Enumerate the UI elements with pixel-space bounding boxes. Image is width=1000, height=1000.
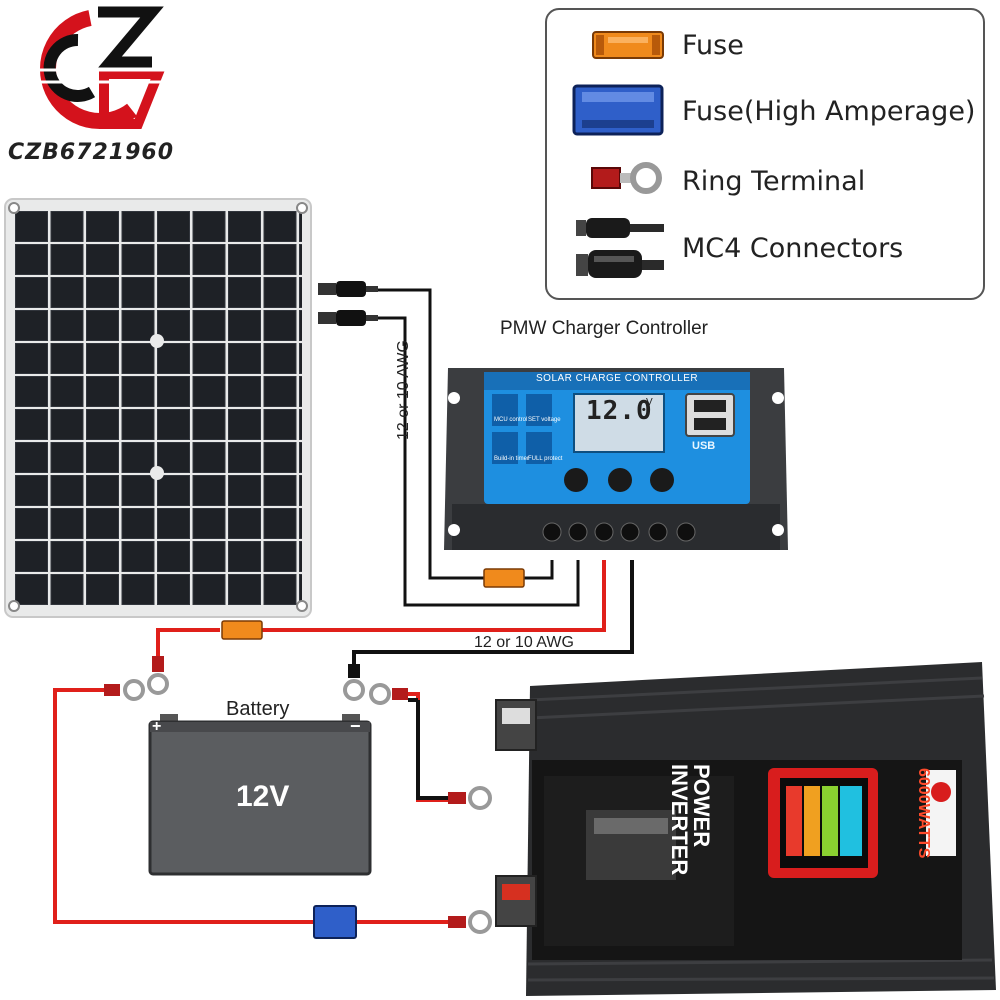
controller-caption: PMW Charger Controller [500,318,708,339]
battery-icon [148,714,372,876]
ring-terminal-battery-minus-right-icon [369,683,408,705]
fuse-battery-line-icon [221,620,263,640]
ring-terminal-inverter-negative-icon [448,786,492,810]
controller-icon-label-full: FULL protect [528,456,563,462]
controller-usb-label: USB [692,440,716,452]
negative-wires [352,560,634,800]
controller-icon-label-timer: Build-in timer [494,456,530,462]
solar-panel-icon [4,198,312,618]
fuse-icon [592,31,664,59]
ring-terminal-inverter-positive-icon [448,910,492,934]
legend-label-fuse: Fuse [682,30,744,61]
mc4-connector-bottom-icon [318,310,378,326]
ring-terminal-icon [591,162,662,194]
controller-icon-label-mcu: MCU control [494,417,528,423]
power-inverter-icon [495,662,996,996]
controller-lcd-value: 12.0 [586,396,653,426]
inverter-title: POWER INVERTER [667,764,714,876]
inverter-title-line2: INVERTER [667,764,692,876]
battery-voltage: 12V [236,780,290,813]
legend-label-ring-terminal: Ring Terminal [682,166,866,197]
battery-minus-sign: − [350,716,361,736]
wire-gauge-label-horizontal: 12 or 10 AWG [474,634,574,651]
brand-text: CZB6721960 [8,140,175,165]
inverter-watts: 6000WATTS [915,768,932,859]
ring-terminal-battery-plus-top-icon [147,656,169,695]
charge-controller-body [444,368,788,550]
mc4-connector-top-icon [318,281,378,297]
high-amperage-fuse-wire-icon [313,905,357,939]
mc4-connector-icon [576,218,664,278]
legend-label-high-amperage-fuse: Fuse(High Amperage) [682,96,976,127]
controller-icon-label-set: SET voltage [528,417,561,423]
ring-terminal-battery-plus-left-icon [104,679,145,701]
battery-plus-sign: + [152,718,162,735]
high-amperage-fuse-icon [572,84,664,136]
controller-lcd-unit: V [646,397,653,408]
controller-panel-title: SOLAR CHARGE CONTROLLER [536,373,699,384]
legend-label-mc4-connectors: MC4 Connectors [682,233,904,264]
panel-output-wires [378,288,580,607]
ring-terminal-battery-minus-top-icon [343,664,365,701]
czb-logo-icon [20,6,170,130]
wire-gauge-label-vertical: 12 or 10 AWG [395,340,412,440]
battery-title: Battery [226,698,290,720]
inverter-title-line1: POWER [689,764,714,848]
fuse-panel-line-icon [483,568,525,588]
